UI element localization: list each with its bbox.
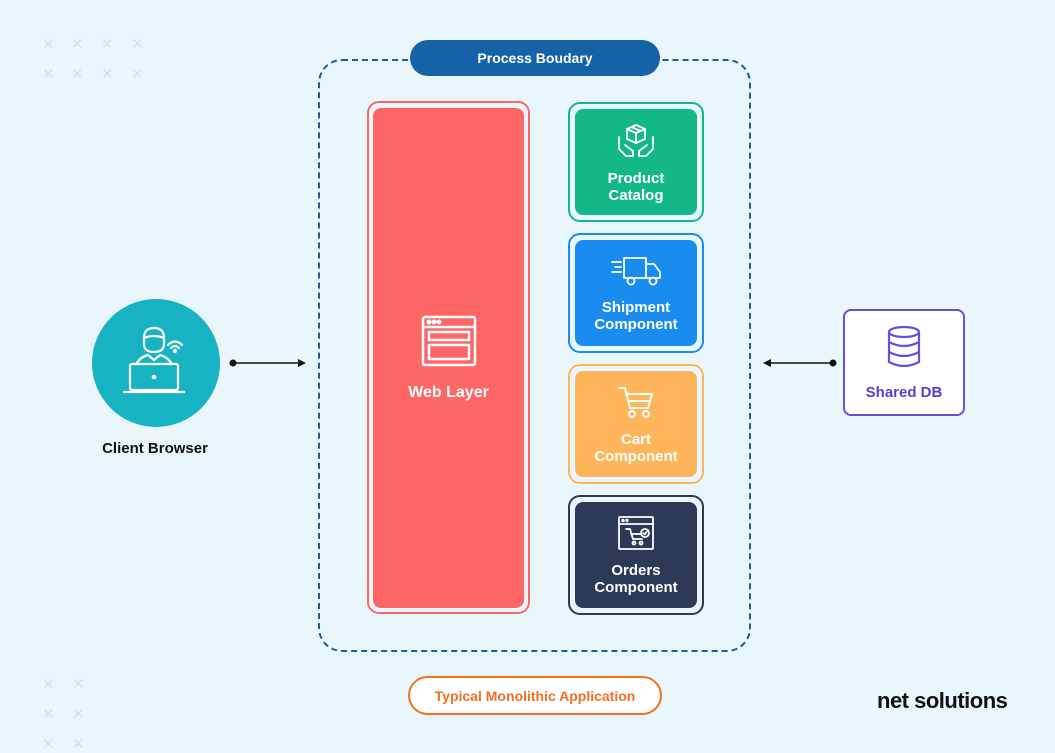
db-to-app-connector <box>763 359 837 367</box>
web-layer-frame <box>367 101 530 614</box>
client-to-app-connector <box>229 359 306 367</box>
shipment-component-frame <box>568 233 704 353</box>
shared-db-node: Shared DB <box>843 309 965 416</box>
web-layer: Web Layer <box>373 108 524 608</box>
hands-box-icon <box>616 121 656 164</box>
net-solutions-logo: net solutions <box>877 688 1008 713</box>
product-catalog-label-line1: Product <box>607 169 665 187</box>
user-laptop-icon <box>120 322 192 405</box>
client-browser-node <box>92 299 220 427</box>
shipment-component: Shipment Component <box>575 240 697 346</box>
browser-window-icon <box>421 315 477 372</box>
orders-component-frame <box>568 495 704 615</box>
shipment-label-line2: Component <box>594 315 678 333</box>
cart-component-frame <box>568 364 704 484</box>
client-browser-label: Client Browser <box>102 440 208 457</box>
product-catalog-label-line2: Catalog <box>608 186 664 204</box>
process-boundary-label: Process Boudary <box>410 40 660 76</box>
product-catalog-component: Product Catalog <box>575 109 697 215</box>
shipment-label-line1: Shipment <box>601 298 671 316</box>
orders-label-line1: Orders <box>611 561 661 579</box>
delivery-truck-icon <box>610 254 662 293</box>
shopping-cart-icon <box>617 384 655 425</box>
cart-component: Cart Component <box>575 371 697 477</box>
cart-label-line2: Component <box>594 447 678 465</box>
database-icon <box>886 325 922 374</box>
shared-db-label: Shared DB <box>865 383 943 401</box>
typical-monolithic-application-label: Typical Monolithic Application <box>408 676 662 715</box>
orders-component: Orders Component <box>575 502 697 608</box>
web-cart-order-icon <box>617 515 655 556</box>
orders-label-line2: Component <box>594 578 678 596</box>
cart-label-line1: Cart <box>620 430 651 448</box>
product-catalog-frame <box>568 102 704 222</box>
web-layer-label: Web Layer <box>408 383 489 401</box>
